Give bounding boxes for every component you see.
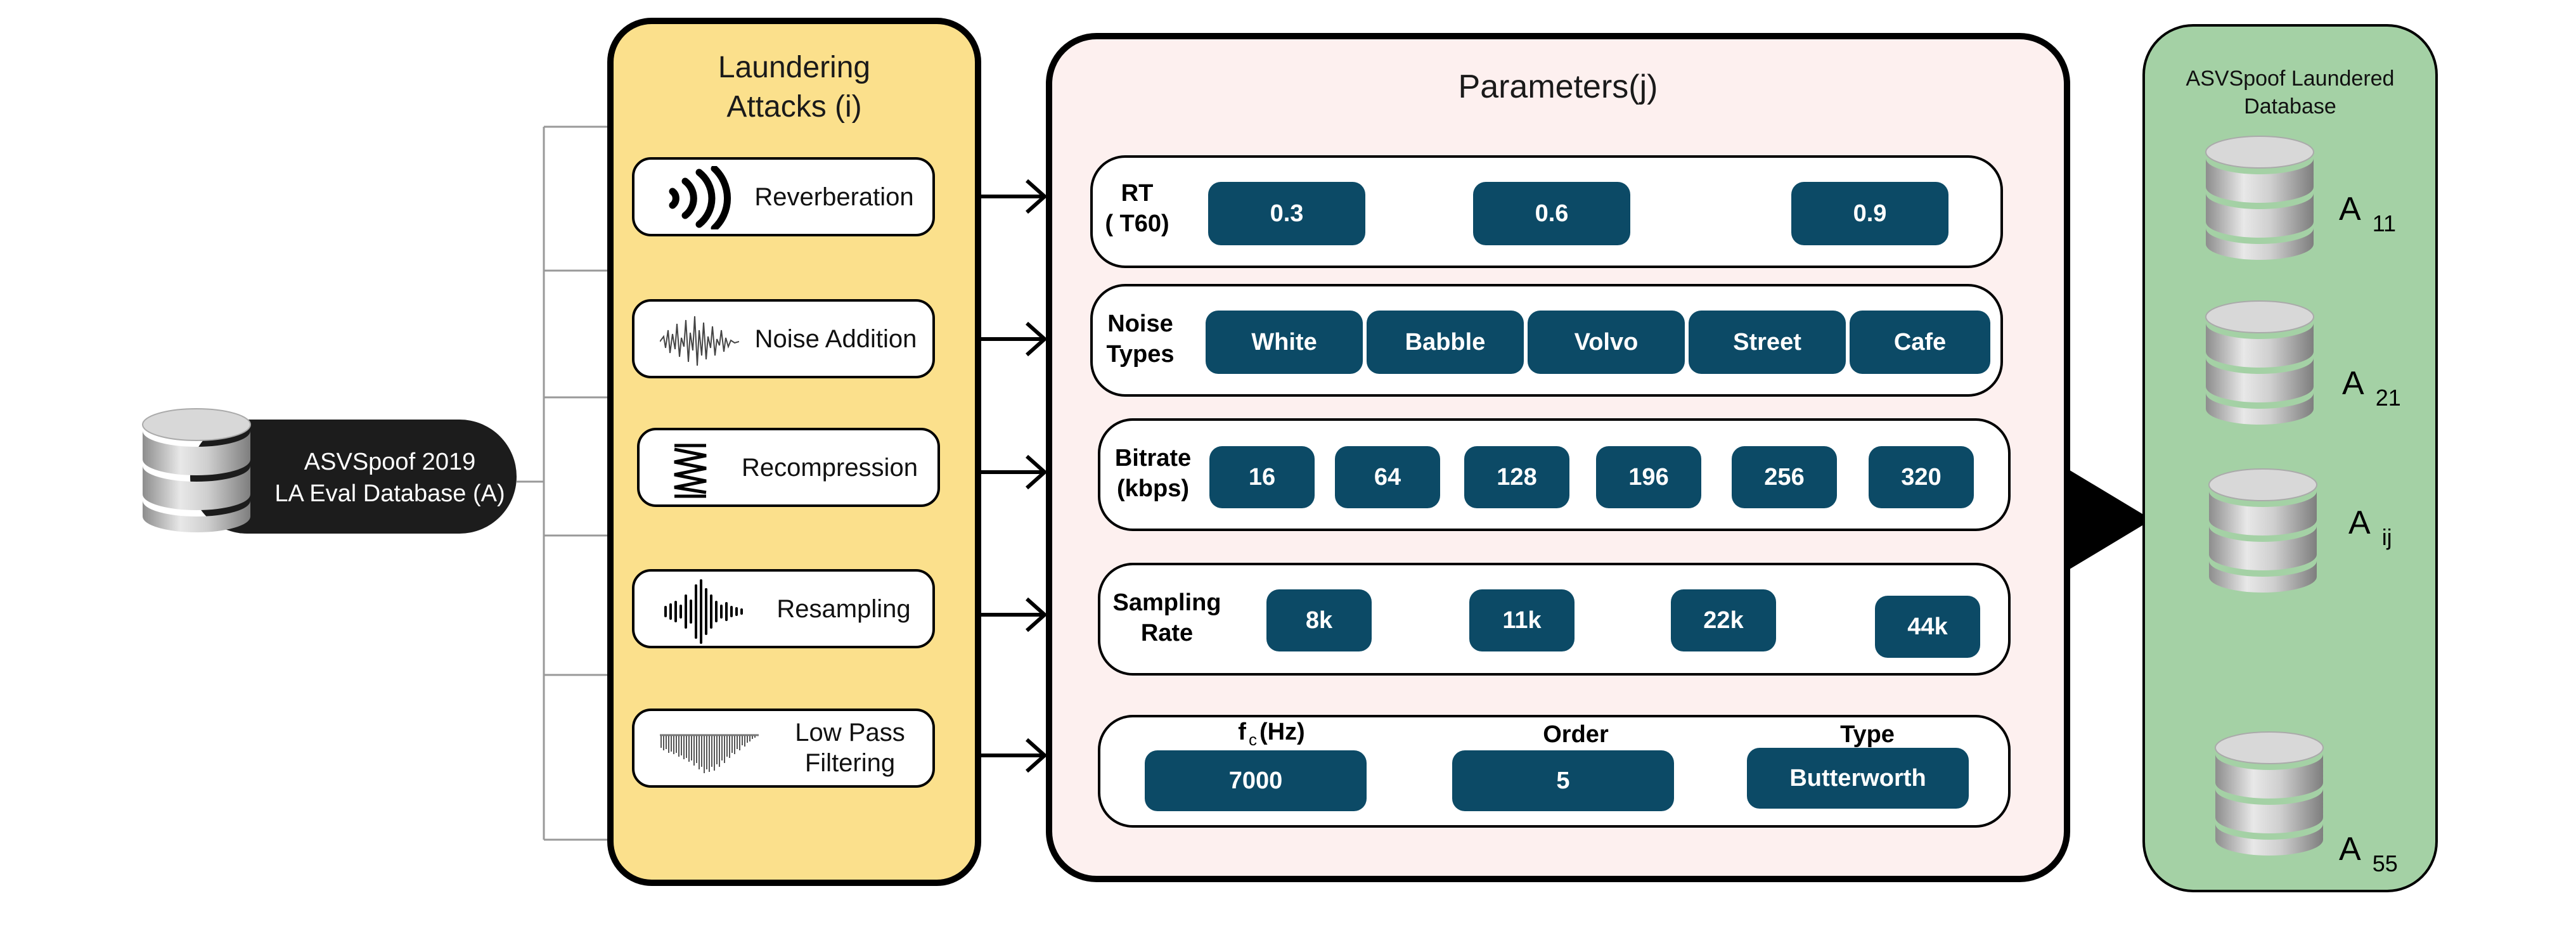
attack-noise-addition: Noise Addition [632, 299, 935, 378]
database-icon [2208, 468, 2317, 593]
database-icon [2215, 731, 2324, 856]
sampling-chip-11k: 11k [1469, 589, 1575, 651]
reverb-chip-3: 0.9 [1791, 182, 1948, 245]
compression-spring-icon [674, 444, 707, 498]
filtered-waveform-icon [660, 734, 759, 773]
attacks-panel-title: Laundering Attacks (i) [718, 51, 871, 124]
bitrate-chip-256: 256 [1732, 446, 1837, 508]
noise-chip-cafe: Cafe [1850, 311, 1990, 374]
bitrate-chip-320: 320 [1869, 446, 1974, 508]
filter-chip-order: 5 [1452, 750, 1674, 811]
param-row-bitrate: Bitrate (kbps) 16 64 128 196 256 320 [1098, 418, 2011, 531]
attack-recompression: Recompression [637, 428, 940, 507]
source-database-label: ASVSpoof 2019 LA Eval Database (A) [273, 446, 507, 510]
resampled-waveform-icon [664, 579, 743, 644]
attack-label-resampling: Resampling [776, 595, 911, 623]
attack-label-recompression: Recompression [742, 454, 918, 482]
laundered-database-title: ASVSpoof Laundered Database [2186, 67, 2395, 119]
param-row-sampling: Sampling Rate 8k 11k 22k 44k [1098, 563, 2011, 676]
reverb-chip-2: 0.6 [1473, 182, 1630, 245]
source-db-line2: LA Eval Database (A) [274, 480, 505, 507]
param-label-bitrate: Bitrate (kbps) [1114, 445, 1192, 502]
attack-label-reverberation: Reverberation [754, 183, 914, 211]
reverb-chip-1: 0.3 [1208, 182, 1365, 245]
filter-head-type: Type [1840, 721, 1895, 748]
attack-low-pass-filtering: Low Pass Filtering [632, 709, 935, 788]
sound-waves-icon [669, 166, 731, 229]
bitrate-chip-196: 196 [1596, 446, 1701, 508]
database-icon [2205, 136, 2314, 260]
bitrate-chip-128: 128 [1464, 446, 1569, 508]
noise-chip-street: Street [1689, 311, 1846, 374]
param-row-noise: Noise Types White Babble Volvo Street Ca… [1090, 284, 2003, 397]
source-db-line1: ASVSpoof 2019 [304, 449, 476, 475]
noise-chip-volvo: Volvo [1528, 311, 1685, 374]
database-icon [2205, 300, 2314, 425]
param-label-noise: Noise Types [1106, 311, 1175, 368]
noise-waveform-icon [660, 316, 739, 366]
bitrate-chip-64: 64 [1335, 446, 1440, 508]
filter-head-order: Order [1543, 721, 1609, 748]
bitrate-chip-16: 16 [1209, 446, 1315, 508]
sampling-chip-8k: 8k [1266, 589, 1372, 651]
sampling-chip-22k: 22k [1671, 589, 1776, 651]
param-label-reverb: RT ( T60) [1105, 180, 1169, 237]
attack-resampling: Resampling [632, 569, 935, 648]
source-database-icon [142, 408, 251, 532]
parameters-panel-title: Parameters(j) [1458, 68, 1658, 105]
noise-chip-babble: Babble [1367, 311, 1524, 374]
sampling-chip-44k: 44k [1875, 596, 1980, 658]
attack-reverberation: Reverberation [632, 157, 935, 236]
noise-chip-white: White [1206, 311, 1363, 374]
bracket-tree [517, 125, 607, 841]
param-row-reverb: RT ( T60) 0.3 0.6 0.9 [1090, 155, 2003, 268]
filter-chip-type: Butterworth [1747, 748, 1969, 809]
filter-chip-fc: 7000 [1145, 750, 1367, 811]
attack-label-noise-addition: Noise Addition [754, 325, 917, 353]
attack-label-low-pass-filtering: Low Pass Filtering [795, 719, 905, 777]
param-label-sampling: Sampling Rate [1112, 589, 1221, 646]
output-arrow [2068, 469, 2152, 570]
